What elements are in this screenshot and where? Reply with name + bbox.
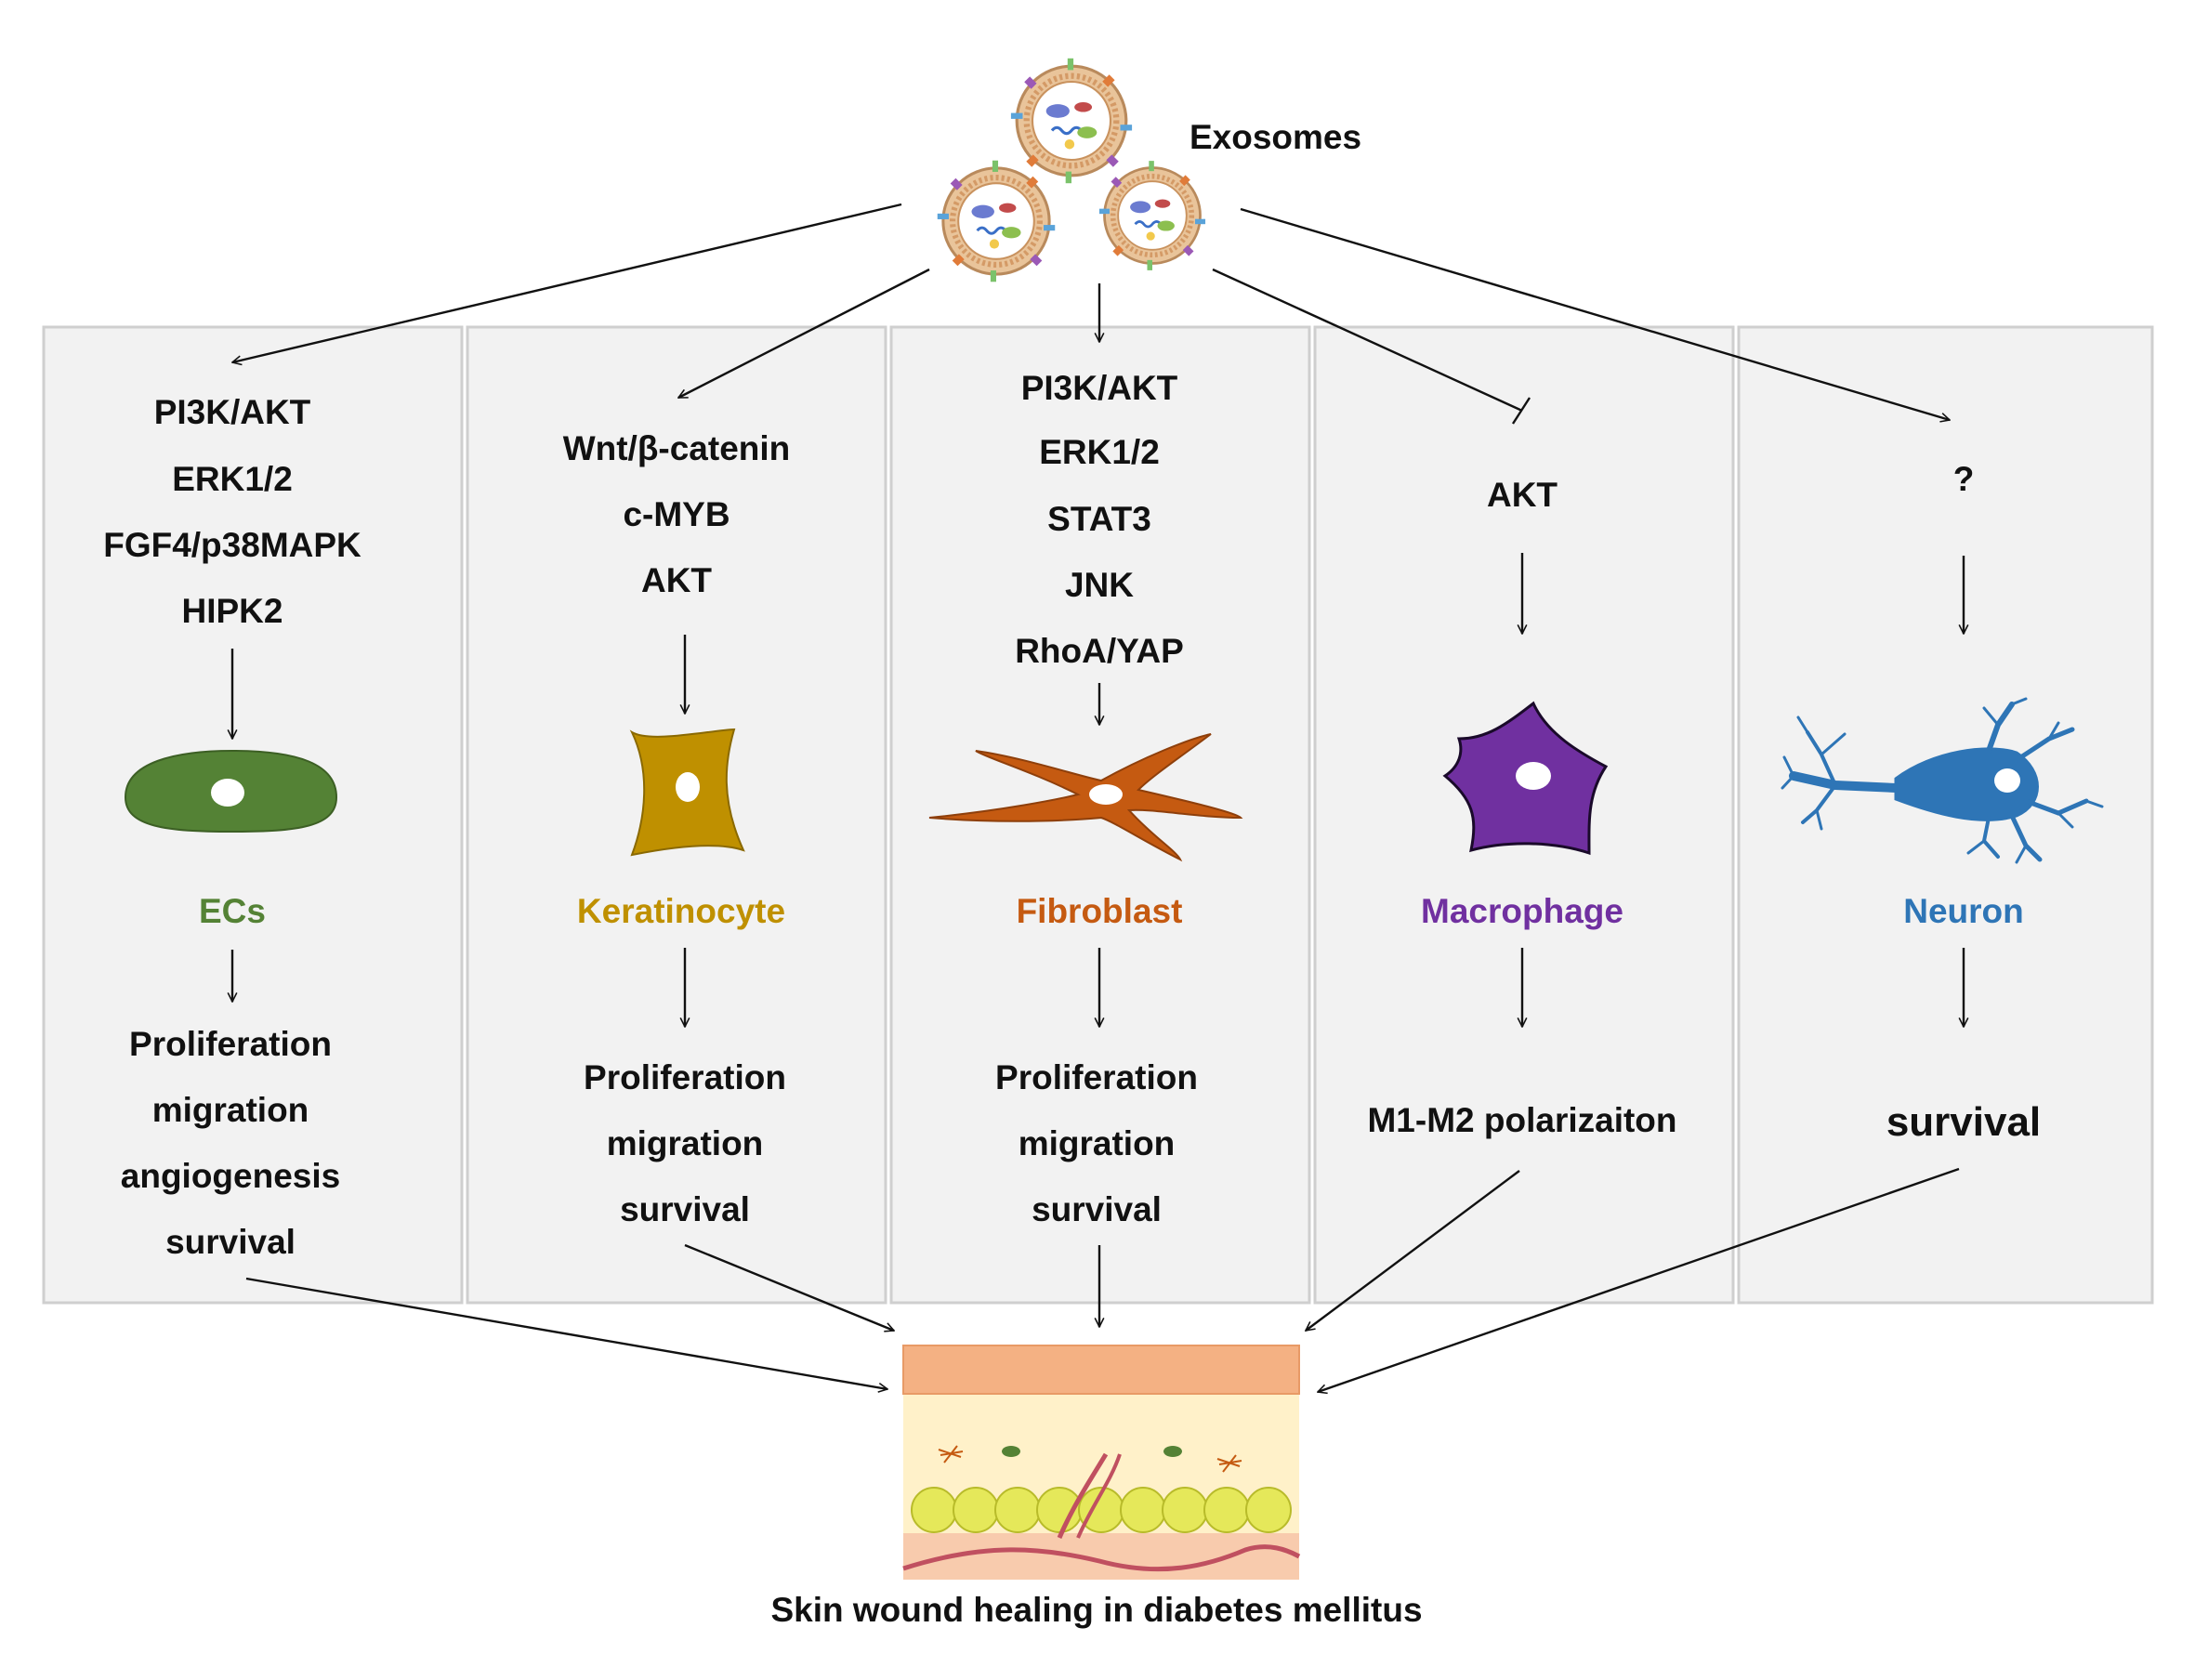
pathway-label: AKT <box>641 561 712 599</box>
outcome-label: migration <box>152 1091 309 1129</box>
outcome-label: survival <box>620 1190 750 1228</box>
fibroblast-cell-icon <box>928 733 1243 862</box>
macrophage-cell-icon <box>1442 701 1609 856</box>
panel-keratinocyte-pathways: Wnt/β-catenin c-MYB AKT <box>563 429 791 599</box>
outcome-label: migration <box>1019 1124 1176 1162</box>
outcome-label: survival <box>165 1223 296 1261</box>
outcome-label: migration <box>607 1124 764 1162</box>
panel-fibroblast-outcomes: Proliferation migration survival <box>995 1058 1198 1228</box>
outcome-label: survival <box>1886 1099 2041 1145</box>
pathway-label: PI3K/AKT <box>1021 369 1178 407</box>
outcome-label: Proliferation <box>129 1025 332 1063</box>
footer-caption: Skin wound healing in diabetes mellitus <box>770 1591 1422 1629</box>
exosome-vesicle-icon <box>1011 59 1132 183</box>
pathway-label: RhoA/YAP <box>1015 632 1184 670</box>
cell-name-neuron: Neuron <box>1903 892 2024 930</box>
keratinocyte-cell-icon <box>629 728 745 857</box>
panel-ecs-outcomes: Proliferation migration angiogenesis sur… <box>121 1025 340 1261</box>
pathway-label: ? <box>1953 460 1975 498</box>
pathway-label: AKT <box>1487 476 1558 514</box>
pathway-label: FGF4/p38MAPK <box>103 526 361 564</box>
exosome-cluster <box>938 59 1205 282</box>
pathway-label: Wnt/β-catenin <box>563 429 791 467</box>
exosome-vesicle-icon <box>938 161 1055 282</box>
pathway-label: HIPK2 <box>182 592 283 630</box>
pathway-label: JNK <box>1065 566 1134 604</box>
cell-name-keratinocyte: Keratinocyte <box>577 892 785 930</box>
panel-fibroblast-pathways: PI3K/AKT ERK1/2 STAT3 JNK RhoA/YAP <box>1015 369 1184 670</box>
pathway-label: c-MYB <box>623 495 729 533</box>
neuron-cell-icon <box>1781 697 2104 864</box>
cell-name-fibroblast: Fibroblast <box>1017 892 1183 930</box>
exosome-arrows <box>232 203 1950 425</box>
endothelial-cell-icon <box>124 749 338 833</box>
cell-to-outcome-arrows <box>232 948 1964 1027</box>
exosome-vesicle-icon <box>1099 161 1205 270</box>
panel-macrophage-outcomes: M1-M2 polarizaiton <box>1367 1101 1676 1139</box>
inhibition-line <box>1212 268 1523 413</box>
panel-ecs-pathways: PI3K/AKT ERK1/2 FGF4/p38MAPK HIPK2 <box>103 393 361 630</box>
outcome-to-skin-arrows <box>245 1167 1960 1392</box>
panel-neuron-pathways: ? <box>1953 460 1975 498</box>
panel-keratinocyte-outcomes: Proliferation migration survival <box>584 1058 786 1228</box>
cell-name-macrophage: Macrophage <box>1421 892 1623 930</box>
pathway-label: PI3K/AKT <box>154 393 311 431</box>
pathway-label: ERK1/2 <box>1039 433 1160 471</box>
outcome-label: Proliferation <box>995 1058 1198 1096</box>
outcome-label: Proliferation <box>584 1058 786 1096</box>
pathway-label: STAT3 <box>1047 500 1151 538</box>
pathway-to-cell-arrows <box>232 553 1964 739</box>
panel-macrophage-pathways: AKT <box>1487 476 1558 514</box>
outcome-label: survival <box>1032 1190 1162 1228</box>
exosomes-label: Exosomes <box>1190 118 1361 156</box>
skin-tissue-icon <box>902 1345 1301 1580</box>
cell-name-ecs: ECs <box>199 892 266 930</box>
outcome-label: M1-M2 polarizaiton <box>1367 1101 1676 1139</box>
panel-neuron-outcomes: survival <box>1886 1099 2041 1145</box>
outcome-label: angiogenesis <box>121 1157 340 1195</box>
pathway-label: ERK1/2 <box>172 460 293 498</box>
